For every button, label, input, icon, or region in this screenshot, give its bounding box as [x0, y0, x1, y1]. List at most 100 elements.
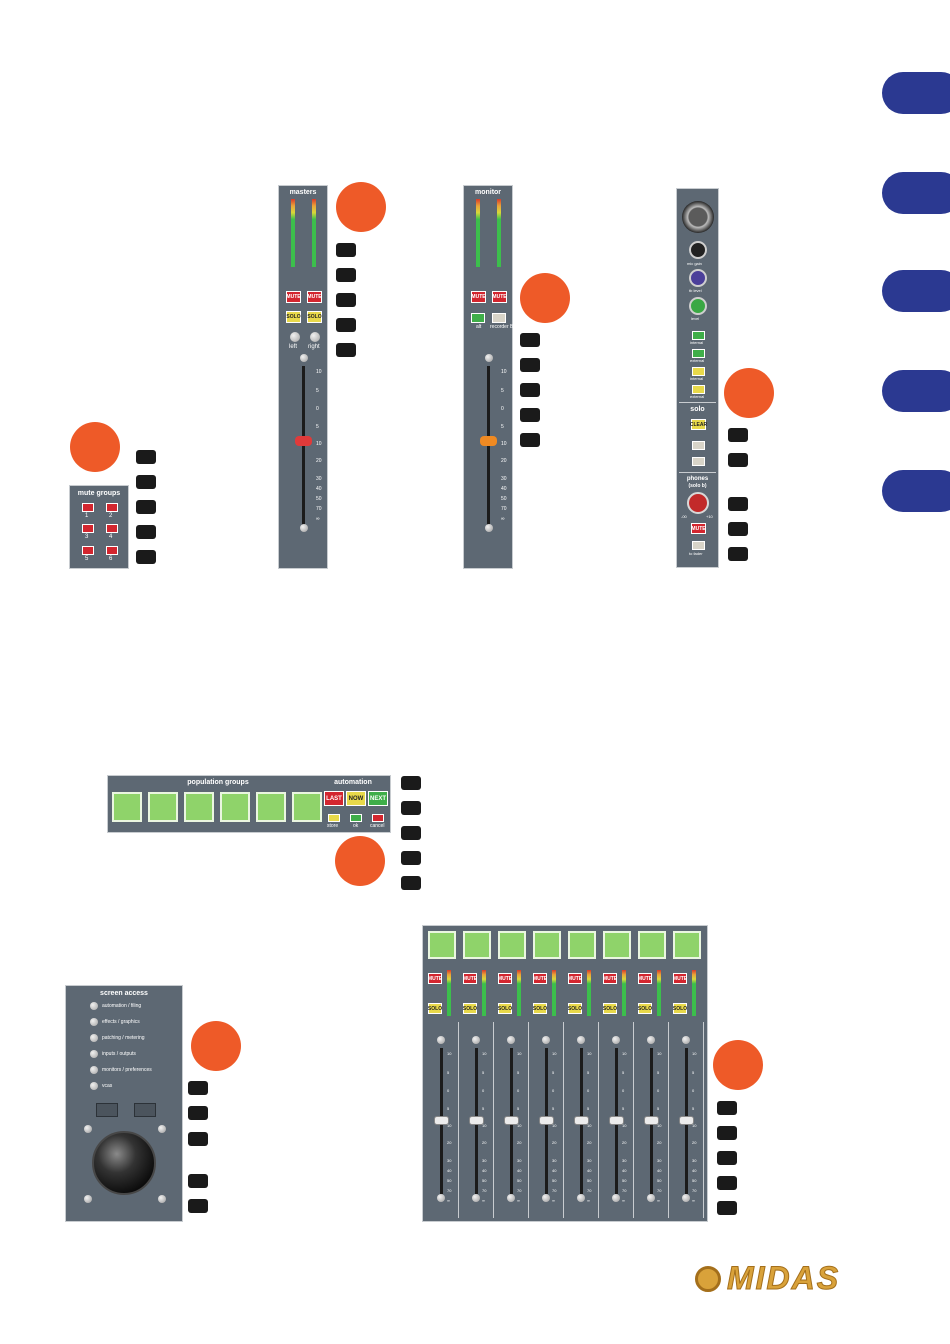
next-button[interactable]: NEXT — [368, 791, 388, 806]
masters-right-solo-button[interactable]: SOLO — [307, 311, 322, 323]
fader-bank-pad-5[interactable] — [568, 931, 596, 959]
strip-fader-cap[interactable] — [644, 1116, 659, 1125]
screen-access-led[interactable] — [90, 1018, 98, 1026]
section-tab-5[interactable] — [882, 470, 950, 512]
solo-mode-button[interactable] — [692, 457, 705, 466]
section-tab-1[interactable] — [882, 72, 950, 114]
screen-access-led[interactable] — [90, 1066, 98, 1074]
section-tab-2[interactable] — [882, 172, 950, 214]
xlr-connector-icon[interactable] — [682, 201, 714, 233]
monitor-alt-button[interactable] — [471, 313, 485, 323]
section-tab-3[interactable] — [882, 270, 950, 312]
population-group-pad-2[interactable] — [148, 792, 178, 822]
right-led[interactable] — [310, 332, 320, 342]
strip-mute-button[interactable]: MUTE — [638, 973, 652, 984]
clear-button[interactable]: CLEAR — [690, 419, 707, 430]
strip-fader-cap[interactable] — [609, 1116, 624, 1125]
fader-bank-pad-2[interactable] — [463, 931, 491, 959]
tb-internal-button[interactable] — [692, 331, 705, 340]
mute-group-3-button[interactable] — [82, 524, 94, 533]
left-mouse-button[interactable] — [96, 1103, 118, 1117]
strip-solo-button[interactable]: SOLO — [498, 1003, 512, 1014]
population-group-pad-5[interactable] — [256, 792, 286, 822]
phones-level-knob[interactable] — [687, 492, 709, 514]
right-mouse-button[interactable] — [134, 1103, 156, 1117]
screen-access-item[interactable]: patching / metering — [102, 1035, 145, 1041]
masters-left-solo-button[interactable]: SOLO — [286, 311, 301, 323]
mute-group-2-button[interactable] — [106, 503, 118, 512]
fader-bank-pad-7[interactable] — [638, 931, 666, 959]
strip-solo-button[interactable]: SOLO — [533, 1003, 547, 1014]
fader-bank-pad-1[interactable] — [428, 931, 456, 959]
screen-access-led[interactable] — [90, 1002, 98, 1010]
screen-access-led[interactable] — [90, 1082, 98, 1090]
screen-access-item[interactable]: automation / filing — [102, 1003, 142, 1009]
tb-external-button[interactable] — [692, 349, 705, 358]
last-button[interactable]: LAST — [324, 791, 344, 806]
store-button[interactable] — [328, 814, 340, 822]
strip-fader-cap[interactable] — [504, 1116, 519, 1125]
fader-bank-pad-3[interactable] — [498, 931, 526, 959]
mute-group-1-button[interactable] — [82, 503, 94, 512]
strip-fader-cap[interactable] — [469, 1116, 484, 1125]
monitor-right-mute-button[interactable]: MUTE — [492, 291, 507, 303]
screen-access-led[interactable] — [90, 1034, 98, 1042]
mic-gain-knob[interactable] — [689, 241, 707, 259]
population-group-pad-3[interactable] — [184, 792, 214, 822]
monitor-left-mute-button[interactable]: MUTE — [471, 291, 486, 303]
strip-solo-button[interactable]: SOLO — [638, 1003, 652, 1014]
masters-fader-cap[interactable] — [295, 436, 312, 446]
scale-label: 5 — [622, 1106, 625, 1111]
cancel-button[interactable] — [372, 814, 384, 822]
strip-mute-button[interactable]: MUTE — [463, 973, 477, 984]
mute-group-4-button[interactable] — [106, 524, 118, 533]
mute-group-6-button[interactable] — [106, 546, 118, 555]
screen-access-item[interactable]: inputs / outputs — [102, 1051, 136, 1057]
strip-mute-button[interactable]: MUTE — [568, 973, 582, 984]
screen-access-led[interactable] — [90, 1050, 98, 1058]
solo-mode-button[interactable] — [692, 441, 705, 450]
strip-mute-button[interactable]: MUTE — [533, 973, 547, 984]
strip-fader-cap[interactable] — [574, 1116, 589, 1125]
strip-mute-button[interactable]: MUTE — [428, 973, 442, 984]
scale-label: 0 — [587, 1088, 590, 1093]
left-led[interactable] — [290, 332, 300, 342]
strip-mute-button[interactable]: MUTE — [673, 973, 687, 984]
scale-label: 40 — [447, 1168, 452, 1173]
monitor-recorder-button[interactable] — [492, 313, 506, 323]
population-group-pad-6[interactable] — [292, 792, 322, 822]
osc-internal-button[interactable] — [692, 367, 705, 376]
strip-solo-button[interactable]: SOLO — [568, 1003, 582, 1014]
masters-right-mute-button[interactable]: MUTE — [307, 291, 322, 303]
osc-external-button[interactable] — [692, 385, 705, 394]
masters-left-mute-button[interactable]: MUTE — [286, 291, 301, 303]
strip-solo-button[interactable]: SOLO — [428, 1003, 442, 1014]
population-group-pad-1[interactable] — [112, 792, 142, 822]
population-group-pad-4[interactable] — [220, 792, 250, 822]
scale-label: 50 — [657, 1178, 662, 1183]
level-knob[interactable] — [689, 297, 707, 315]
screen-access-item[interactable]: vcas — [102, 1083, 113, 1089]
strip-fader-cap[interactable] — [539, 1116, 554, 1125]
now-button[interactable]: NOW — [346, 791, 366, 806]
strip-mute-button[interactable]: MUTE — [603, 973, 617, 984]
ok-button[interactable] — [350, 814, 362, 822]
strip-fader-cap[interactable] — [434, 1116, 449, 1125]
fader-bank-pad-8[interactable] — [673, 931, 701, 959]
strip-solo-button[interactable]: SOLO — [463, 1003, 477, 1014]
fader-bank-pad-6[interactable] — [603, 931, 631, 959]
screen-access-item[interactable]: effects / graphics — [102, 1019, 140, 1025]
mute-group-5-button[interactable] — [82, 546, 94, 555]
strip-mute-button[interactable]: MUTE — [498, 973, 512, 984]
screen-access-item[interactable]: monitors / preferences — [102, 1067, 152, 1073]
tb-level-knob[interactable] — [689, 269, 707, 287]
phones-mute-button[interactable]: MUTE — [691, 523, 706, 534]
phones-to-fader-button[interactable] — [692, 541, 705, 550]
strip-solo-button[interactable]: SOLO — [603, 1003, 617, 1014]
strip-solo-button[interactable]: SOLO — [673, 1003, 687, 1014]
fader-bank-pad-4[interactable] — [533, 931, 561, 959]
trackball[interactable] — [92, 1131, 156, 1195]
section-tab-4[interactable] — [882, 370, 950, 412]
monitor-fader-cap[interactable] — [480, 436, 497, 446]
strip-fader-cap[interactable] — [679, 1116, 694, 1125]
